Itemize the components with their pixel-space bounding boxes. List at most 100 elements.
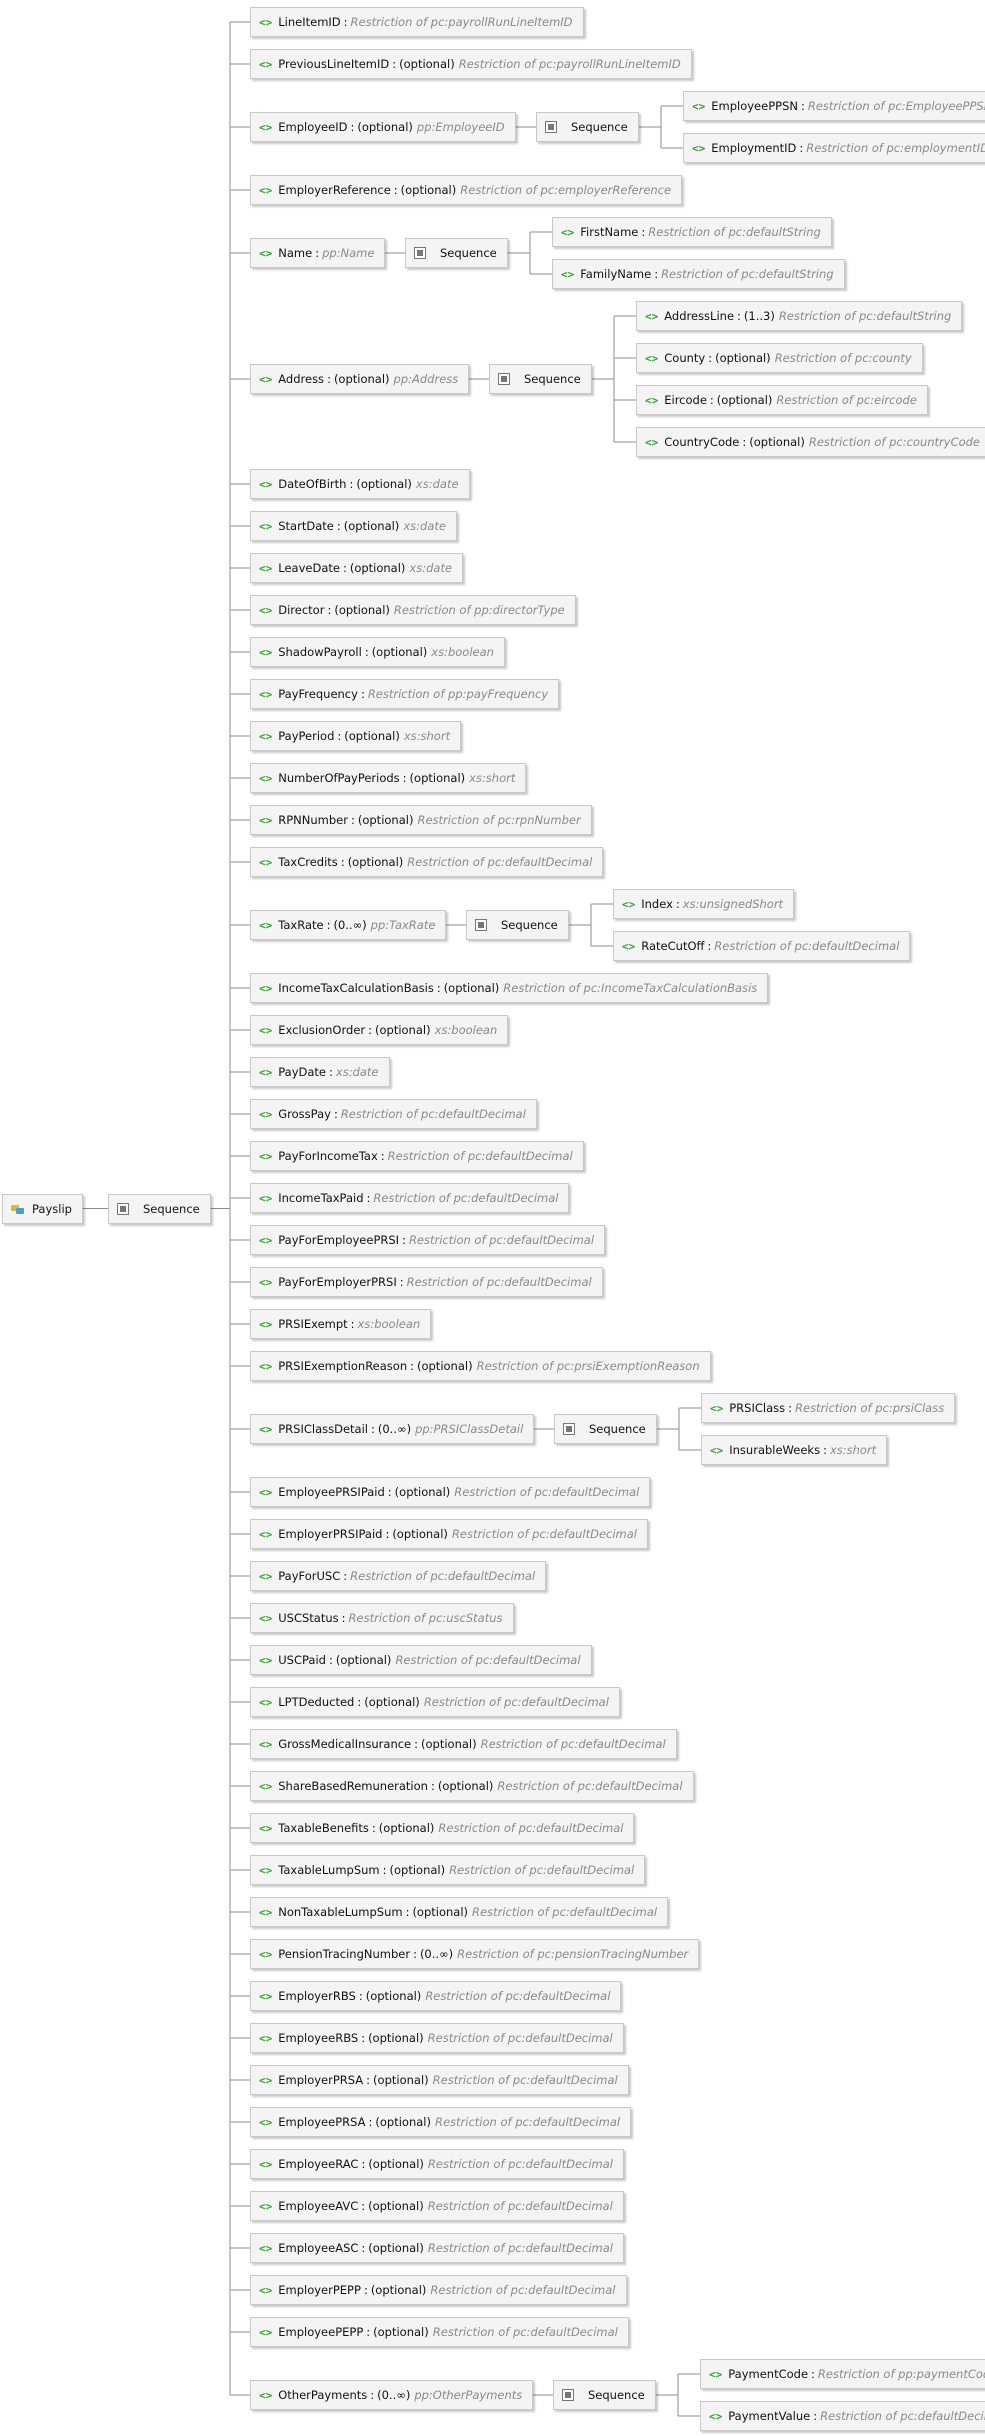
element-type: pp:PRSIClassDetail (415, 1422, 524, 1436)
element-prsiclass-detail[interactable]: <>PRSIClassDetail:(0..∞)pp:PRSIClassDeta… (250, 1414, 535, 1444)
element-tax-rate[interactable]: <>TaxRate:(0..∞)pp:TaxRate (250, 910, 447, 940)
element-employer-rbs[interactable]: <>EmployerRBS:(optional)Restriction of p… (250, 1981, 622, 2011)
element-name: EmployeePRSA (278, 2115, 366, 2129)
element-icon: <> (259, 2073, 273, 2087)
element-exclusion-order[interactable]: <>ExclusionOrder:(optional)xs:boolean (250, 1015, 509, 1045)
element-employee-prsipaid[interactable]: <>EmployeePRSIPaid:(optional)Restriction… (250, 1477, 651, 1507)
element-icon: <> (709, 2409, 723, 2423)
colon-separator: : (788, 1401, 792, 1415)
element-lptdeducted[interactable]: <>LPTDeducted:(optional)Restriction of p… (250, 1687, 620, 1717)
element-income-tax-calculation-basis[interactable]: <>IncomeTaxCalculationBasis:(optional)Re… (250, 973, 769, 1003)
element-director[interactable]: <>Director:(optional)Restriction of pp:d… (250, 595, 576, 625)
sequence-node[interactable]: Sequence (554, 1414, 657, 1444)
element-employee-prsa[interactable]: <>EmployeePRSA:(optional)Restriction of … (250, 2107, 632, 2137)
colon-separator: : (340, 855, 345, 869)
colon-separator: : (328, 1653, 333, 1667)
element-payment-value[interactable]: <>PaymentValue:Restriction of pc:default… (700, 2401, 985, 2431)
element-employment-id[interactable]: <>EmploymentID:Restriction of pc:employm… (683, 133, 985, 163)
element-index[interactable]: <>Index:xs:unsignedShort (613, 889, 795, 919)
element-number-of-pay-periods[interactable]: <>NumberOfPayPeriods:(optional)xs:short (250, 763, 527, 793)
element-icon: <> (259, 1485, 273, 1499)
element-taxable-lump-sum[interactable]: <>TaxableLumpSum:(optional)Restriction o… (250, 1855, 646, 1885)
element-occurrence: (optional) (715, 351, 771, 365)
element-start-date[interactable]: <>StartDate:(optional)xs:date (250, 511, 457, 541)
element-name: PRSIExempt (278, 1317, 348, 1331)
element-county[interactable]: <>County:(optional)Restriction of pc:cou… (636, 343, 923, 373)
element-previous-line-item-id[interactable]: <>PreviousLineItemID:(optional)Restricti… (250, 49, 692, 79)
element-name: PreviousLineItemID (278, 57, 390, 71)
element-rpnnumber[interactable]: <>RPNNumber:(optional)Restriction of pc:… (250, 805, 592, 835)
element-occurrence: (optional) (335, 1653, 392, 1667)
element-employee-rbs[interactable]: <>EmployeeRBS:(optional)Restriction of p… (250, 2023, 624, 2053)
element-date-of-birth[interactable]: <>DateOfBirth:(optional)xs:date (250, 469, 470, 499)
colon-separator: : (742, 435, 747, 449)
element-pay-period[interactable]: <>PayPeriod:(optional)xs:short (250, 721, 462, 751)
element-employer-prsa[interactable]: <>EmployerPRSA:(optional)Restriction of … (250, 2065, 629, 2095)
element-icon: <> (622, 939, 636, 953)
sequence-node[interactable]: Sequence (405, 238, 508, 268)
sequence-node[interactable]: Sequence (553, 2380, 656, 2410)
sequence-node[interactable]: Sequence (489, 364, 592, 394)
element-address[interactable]: <>Address:(optional)pp:Address (250, 364, 470, 394)
element-pay-for-usc[interactable]: <>PayForUSC:Restriction of pc:defaultDec… (250, 1561, 547, 1591)
sequence-node[interactable]: Sequence (536, 112, 639, 142)
element-icon: <> (259, 1023, 273, 1037)
colon-separator: : (333, 1107, 338, 1121)
element-uscstatus[interactable]: <>USCStatus:Restriction of pc:uscStatus (250, 1603, 514, 1633)
element-prsiclass[interactable]: <>PRSIClass:Restriction of pc:prsiClass (701, 1393, 956, 1423)
element-pay-for-income-tax[interactable]: <>PayForIncomeTax:Restriction of pc:defa… (250, 1141, 584, 1171)
element-pay-frequency[interactable]: <>PayFrequency:Restriction of pp:payFreq… (250, 679, 560, 709)
element-line-item-id[interactable]: <>LineItemID:Restriction of pc:payrollRu… (250, 7, 584, 37)
element-pension-tracing-number[interactable]: <>PensionTracingNumber:(0..∞)Restriction… (250, 1939, 700, 1969)
element-employee-ppsn[interactable]: <>EmployeePPSN:Restriction of pc:Employe… (683, 91, 985, 121)
element-non-taxable-lump-sum[interactable]: <>NonTaxableLumpSum:(optional)Restrictio… (250, 1897, 669, 1927)
element-prsiexemption-reason[interactable]: <>PRSIExemptionReason:(optional)Restrict… (250, 1351, 711, 1381)
element-leave-date[interactable]: <>LeaveDate:(optional)xs:date (250, 553, 464, 583)
element-employee-asc[interactable]: <>EmployeeASC:(optional)Restriction of p… (250, 2233, 624, 2263)
element-gross-medical-insurance[interactable]: <>GrossMedicalInsurance:(optional)Restri… (250, 1729, 677, 1759)
element-gross-pay[interactable]: <>GrossPay:Restriction of pc:defaultDeci… (250, 1099, 537, 1129)
element-income-tax-paid[interactable]: <>IncomeTaxPaid:Restriction of pc:defaul… (250, 1183, 570, 1213)
element-employee-pepp[interactable]: <>EmployeePEPP:(optional)Restriction of … (250, 2317, 629, 2347)
element-taxable-benefits[interactable]: <>TaxableBenefits:(optional)Restriction … (250, 1813, 635, 1843)
element-name: TaxCredits (278, 855, 338, 869)
element-other-payments[interactable]: <>OtherPayments:(0..∞)pp:OtherPayments (250, 2380, 534, 2410)
element-name[interactable]: <>Name:pp:Name (250, 238, 386, 268)
element-employer-pepp[interactable]: <>EmployerPEPP:(optional)Restriction of … (250, 2275, 627, 2305)
element-name: Eircode (664, 393, 707, 407)
element-prsiexempt[interactable]: <>PRSIExempt:xs:boolean (250, 1309, 432, 1339)
element-pay-date[interactable]: <>PayDate:xs:date (250, 1057, 390, 1087)
sequence-node[interactable]: Sequence (108, 1193, 211, 1224)
element-occurrence: (optional) (373, 2073, 429, 2087)
element-employer-reference[interactable]: <>EmployerReference:(optional)Restrictio… (250, 175, 683, 205)
element-payment-code[interactable]: <>PaymentCode:Restriction of pp:paymentC… (700, 2359, 985, 2389)
element-share-based-remuneration[interactable]: <>ShareBasedRemuneration:(optional)Restr… (250, 1771, 694, 1801)
element-first-name[interactable]: <>FirstName:Restriction of pc:defaultStr… (552, 217, 832, 247)
element-rate-cut-off[interactable]: <>RateCutOff:Restriction of pc:defaultDe… (613, 931, 911, 961)
element-employee-id[interactable]: <>EmployeeID:(optional)pp:EmployeeID (250, 112, 516, 142)
sequence-node[interactable]: Sequence (466, 910, 569, 940)
element-type: Restriction of pc:rpnNumber (417, 813, 581, 827)
element-type: pp:TaxRate (370, 918, 436, 932)
element-occurrence: (optional) (370, 2283, 427, 2297)
element-address-line[interactable]: <>AddressLine:(1..3)Restriction of pc:de… (636, 301, 963, 331)
element-uscpaid[interactable]: <>USCPaid:(optional)Restriction of pc:de… (250, 1645, 592, 1675)
element-country-code[interactable]: <>CountryCode:(optional)Restriction of p… (636, 427, 985, 457)
element-insurable-weeks[interactable]: <>InsurableWeeks:xs:short (701, 1435, 888, 1465)
element-tax-credits[interactable]: <>TaxCredits:(optional)Restriction of pc… (250, 847, 604, 877)
element-eircode[interactable]: <>Eircode:(optional)Restriction of pc:ei… (636, 385, 928, 415)
element-pay-for-employee-prsi[interactable]: <>PayForEmployeePRSI:Restriction of pc:d… (250, 1225, 606, 1255)
colon-separator: : (430, 1779, 435, 1793)
element-employee-avc[interactable]: <>EmployeeAVC:(optional)Restriction of p… (250, 2191, 624, 2221)
root-element-payslip[interactable]: Payslip (2, 1193, 83, 1224)
element-shadow-payroll[interactable]: <>ShadowPayroll:(optional)xs:boolean (250, 637, 505, 667)
element-name: EmployeeAVC (278, 2199, 359, 2213)
colon-separator: : (654, 267, 659, 281)
element-employer-prsipaid[interactable]: <>EmployerPRSIPaid:(optional)Restriction… (250, 1519, 648, 1549)
element-name: EmployeeRBS (278, 2031, 359, 2045)
element-employee-rac[interactable]: <>EmployeeRAC:(optional)Restriction of p… (250, 2149, 624, 2179)
element-icon: <> (259, 1275, 273, 1289)
element-pay-for-employer-prsi[interactable]: <>PayForEmployerPRSI:Restriction of pc:d… (250, 1267, 603, 1297)
element-family-name[interactable]: <>FamilyName:Restriction of pc:defaultSt… (552, 259, 845, 289)
element-type: xs:short (829, 1443, 877, 1457)
